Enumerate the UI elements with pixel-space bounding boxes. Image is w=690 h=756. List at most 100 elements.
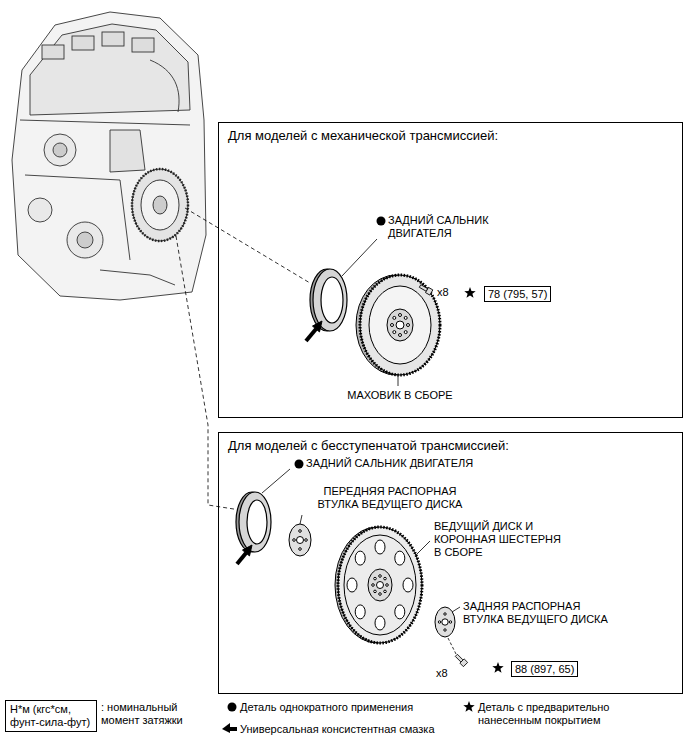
drive-plate: [338, 527, 422, 643]
flywheel: [404, 331, 407, 334]
drive-plate: [374, 590, 377, 593]
one-time-use-dot: [377, 217, 386, 226]
drive-plate: [347, 578, 357, 592]
rear-oil-seal: [310, 269, 347, 331]
legend-symbol: [222, 723, 230, 733]
part-name: ВЕДУЩИЙ ДИСК И КОРОННАЯ ШЕСТЕРНЯ В СБОРЕ: [434, 520, 561, 559]
grease-arrow: [237, 545, 252, 564]
engine-drawing: [30, 24, 190, 115]
part-name: ЗАДНИЙ САЛЬНИК ДВИГАТЕЛЯ: [306, 457, 546, 470]
engine-drawing: [44, 134, 76, 166]
grease-arrow: [306, 329, 316, 341]
legend-key: Н*м (кгс*см, фунт-сила-фут): [10, 703, 92, 729]
drive-plate: [377, 582, 384, 589]
drive-plate: [384, 577, 387, 580]
front-spacer: [293, 539, 296, 542]
rear-oil-seal: [247, 500, 267, 544]
engine-drawing: [77, 232, 93, 248]
engine-drawing: [150, 60, 179, 112]
flywheel: [399, 334, 402, 337]
drive-plate: [344, 535, 416, 635]
bolt-symbol: [419, 283, 433, 295]
rear-spacer: [435, 607, 455, 637]
grease-arrow: [306, 321, 322, 341]
drive-plate: [375, 616, 385, 630]
flywheel: [360, 275, 440, 375]
drive-plate: [403, 578, 413, 592]
one-time-use-dot: [295, 460, 304, 469]
flywheel: [356, 275, 440, 375]
flywheel: [391, 324, 394, 327]
flywheel: [393, 316, 396, 319]
drive-plate: [386, 584, 389, 587]
engine-drawing: [42, 45, 64, 59]
section-heading: Для моделей с механической трансмиссией:: [219, 123, 507, 149]
engine-flywheel: [132, 169, 188, 241]
grease-arrow: [237, 553, 246, 564]
front-spacer: [299, 548, 302, 551]
flywheel: [404, 316, 407, 319]
engine-drawing: [25, 175, 130, 260]
engine-flywheel: [141, 180, 179, 230]
torque-box: 78 (795, 57): [484, 286, 551, 302]
drive-plate: [379, 575, 382, 578]
front-spacer: [305, 539, 308, 542]
engine-drawing: [28, 198, 52, 222]
part-name: ПЕРЕДНЯЯ РАСПОРНАЯ ВТУЛКА ВЕДУЩЕГО ДИСКА: [305, 485, 475, 511]
engine-flywheel: [132, 169, 188, 241]
leader-line: [452, 607, 460, 612]
drive-plate: [355, 551, 365, 565]
drive-plate: [375, 540, 385, 554]
engine-flywheel: [153, 196, 167, 214]
engine-drawing: [132, 38, 154, 52]
drive-plate: [372, 584, 375, 587]
precoated-star: [492, 662, 503, 673]
torque-value: 78 (795, 57): [488, 287, 547, 301]
variant-panel: Для моделей с бесступенчатой трансмиссие…: [218, 432, 683, 694]
dashed-leader: [176, 208, 310, 510]
leader-line: [262, 469, 290, 493]
leader-line: [398, 376, 399, 386]
torque-box: 88 (897, 65): [511, 661, 578, 677]
variant-panel: Для моделей с механической трансмиссией:…: [218, 122, 683, 418]
drive-plate: [395, 551, 405, 565]
drive-plate: [355, 605, 365, 619]
legend-symbol: [228, 703, 237, 712]
legend-symbol: [463, 701, 474, 712]
rear-spacer: [444, 629, 446, 631]
quantity: x8: [437, 286, 449, 299]
flywheel: [407, 324, 410, 327]
rear-oil-seal: [321, 277, 343, 323]
bolt-symbol: [426, 287, 433, 295]
legend-text: Универсальная консистентная смазка: [240, 723, 460, 736]
torque-value: 88 (897, 65): [515, 662, 574, 676]
flywheel: [369, 286, 431, 364]
engine-drawing: [110, 130, 145, 172]
legend-text: : номинальный момент затяжки: [101, 701, 201, 727]
engine-drawing: [102, 32, 124, 46]
bolt-symbol: [454, 653, 467, 666]
leader-line: [416, 541, 430, 555]
precoated-star: [464, 287, 475, 298]
engine-flywheel: [132, 169, 188, 241]
engine-drawing: [12, 12, 206, 300]
engine-drawing: [67, 222, 103, 258]
flywheel: [393, 331, 396, 334]
rear-oil-seal: [313, 269, 347, 331]
leader-line: [300, 515, 302, 524]
flywheel: [396, 321, 404, 329]
dashed-leader: [176, 236, 240, 510]
rear-spacer: [449, 621, 451, 623]
grease-arrow: [243, 545, 253, 556]
quantity: x8: [436, 667, 448, 680]
flywheel: [360, 275, 440, 375]
grease-arrow: [313, 321, 323, 332]
drive-plate: [395, 605, 405, 619]
bolt-symbol: [460, 659, 468, 667]
leader-line: [342, 239, 377, 276]
engine-drawing: [100, 270, 175, 285]
flywheel: [387, 309, 413, 341]
drive-plate: [335, 527, 422, 643]
